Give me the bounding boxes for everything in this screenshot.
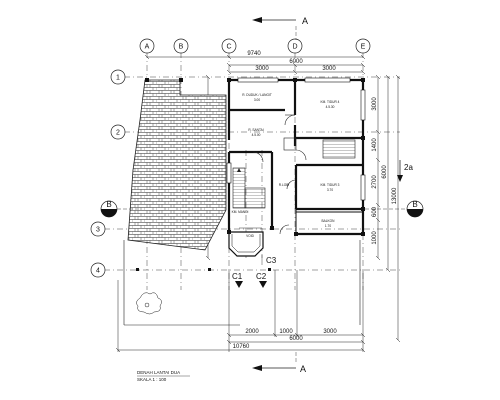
section-marker-b-left: B [100,200,140,218]
svg-text:C3: C3 [266,256,277,265]
staircase-main [232,167,266,209]
room-sub-6: 1.70 [325,224,331,228]
room-label-5: R.LOBI [279,183,290,187]
section-marker-a-bottom: A [252,352,306,374]
room-label-8: VOID [246,234,254,238]
grid-bubble-4: 4 [90,262,106,278]
doors [252,114,307,235]
room-label-3: R. SANTAI [248,128,263,132]
tree-symbol [136,292,162,315]
grid-bubble-d: D [287,38,303,54]
svg-text:B: B [412,200,417,209]
staircase-upper [283,137,356,159]
svg-text:3: 3 [96,227,100,234]
drawing-title: DENAH LANTAI DUA [137,370,180,375]
room-sub-4: 3.70 [327,188,333,192]
dim-right-1: 3000 [372,97,378,111]
dim-bottom-overall: 10760 [233,344,250,350]
dim-right-overall: 13000 [392,187,398,204]
section-marker-b-right: B [365,200,424,218]
grid-bubble-3: 3 [90,221,106,237]
drawing-scale: SKALA 1 : 100 [137,377,167,382]
room-sub-1: 3.00 [254,98,260,102]
svg-text:1: 1 [116,75,120,82]
svg-text:B: B [179,44,184,51]
section-marker-c3: C3 [261,255,277,265]
dim-bottom-3: 3000 [323,329,337,335]
svg-text:A: A [300,364,306,374]
svg-text:B: B [106,200,111,209]
room-sub-3: 4.5.00 [252,133,261,137]
grid-bubble-b: B [173,38,189,54]
svg-text:D: D [292,44,297,51]
grid-bubble-c: C [221,38,237,54]
dim-right-3: 2700 [372,175,378,189]
section-marker-c2: C2 [256,272,267,288]
grid-bubble-a: A [139,38,155,54]
dim-bottom-1: 2000 [245,329,259,335]
drawing-title-block: DENAH LANTAI DUA SKALA 1 : 100 [137,370,190,382]
grid-bubble-2: 2 [110,124,126,140]
room-label-4: KM. TIDUR 3 [321,183,340,187]
section-marker-c1: C1 [232,272,243,288]
grid-bubble-e: E [355,38,371,54]
svg-text:C: C [226,44,231,51]
room-label-6: BALKON [322,219,336,223]
room-label-7: KM. MANDI [232,210,249,214]
room-label-2: KM. TIDUR 4 [321,100,340,104]
room-sub-2: 4.5.30 [326,105,335,109]
bay-window [228,231,264,257]
svg-text:C2: C2 [256,272,267,281]
dim-right-4: 600 [372,206,378,217]
svg-text:A: A [302,16,308,26]
svg-text:C1: C1 [232,272,243,281]
section-marker-a-top: A [252,16,308,40]
dim-top-mid: 6000 [289,59,303,65]
site-boundary [123,240,361,326]
svg-text:4: 4 [96,268,100,275]
dim-top-overall: 9740 [247,51,261,57]
dim-right-mid: 6000 [382,165,388,179]
dim-bottom-2: 1000 [279,329,293,335]
roof-tiles [127,79,227,251]
dim-bottom-mid: 6000 [289,336,303,342]
dim-top-right: 3000 [322,66,336,72]
dim-right-5: 1000 [372,231,378,245]
dim-right-2: 1400 [372,138,378,152]
svg-text:E: E [361,44,366,51]
svg-text:2a: 2a [404,163,413,172]
grid-bubble-1: 1 [110,69,126,85]
balcony-rail [295,208,364,235]
room-label-1: R. DUDUK / LANGIT [242,93,272,97]
dim-top-left: 3000 [255,66,269,72]
svg-text:2: 2 [116,130,120,137]
grid-marker-2a: 2a [397,160,413,182]
structural-columns [136,78,365,271]
windows [226,77,366,201]
svg-text:A: A [145,44,150,51]
